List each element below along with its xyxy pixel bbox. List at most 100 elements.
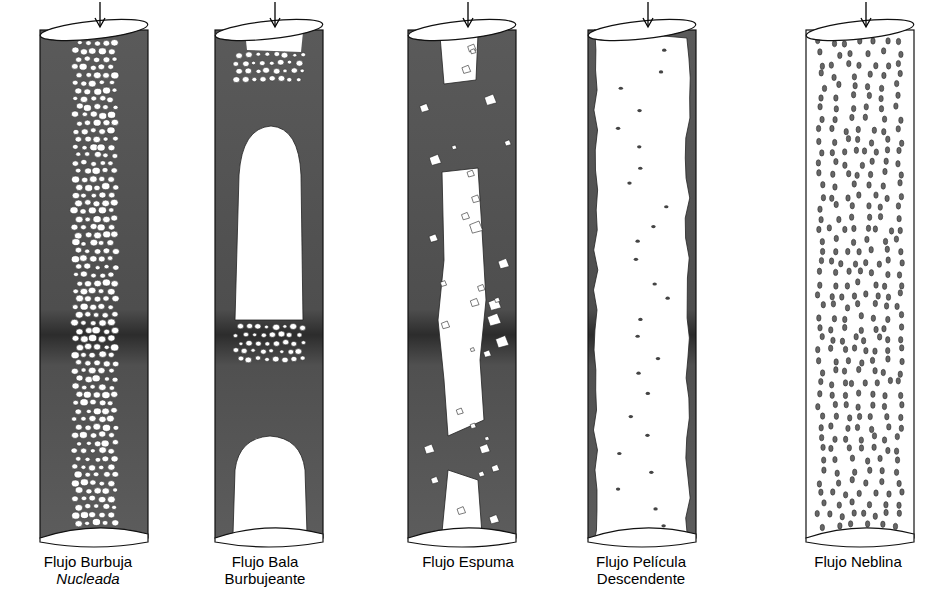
tube-wall [588, 30, 696, 538]
vapor-bubble [76, 184, 83, 190]
tube-bottom-face [588, 528, 696, 547]
liquid-droplet [897, 502, 901, 508]
liquid-droplet [847, 445, 851, 451]
vapor-core [442, 470, 482, 534]
liquid-droplet [843, 346, 847, 352]
liquid-droplet [850, 203, 854, 209]
vapor-bubble [81, 368, 86, 372]
vapor-bubble [80, 303, 88, 310]
liquid-droplet [818, 206, 822, 212]
vapor-bubble [263, 67, 270, 73]
vapor-bubble [264, 325, 268, 328]
vapor-bubble [101, 440, 109, 447]
liquid-droplet [817, 315, 821, 321]
liquid-droplet [879, 95, 883, 101]
vapor-bubble [72, 80, 78, 85]
liquid-droplet [819, 378, 823, 384]
vapor-bubble [71, 480, 79, 487]
liquid-droplet [868, 467, 872, 473]
liquid-droplet [854, 147, 858, 153]
liquid-droplet [830, 294, 834, 300]
vapor-bubble [92, 518, 100, 525]
liquid-droplet [886, 136, 890, 142]
liquid-droplet [843, 149, 847, 155]
vapor-bubble [112, 520, 119, 526]
liquid-droplet [872, 444, 876, 450]
liquid-droplet [844, 401, 848, 407]
vapor-bubble [260, 349, 266, 354]
vapor-bubble [79, 432, 87, 439]
vapor-bubble [97, 224, 105, 231]
vapor-bubble [84, 343, 91, 349]
vapor-bubble [278, 76, 285, 82]
vapor-bubble [72, 464, 78, 469]
vapor-bubble [265, 52, 270, 56]
vapor-bubble [76, 360, 82, 365]
liquid-droplet [895, 303, 899, 309]
liquid-droplet [899, 140, 903, 146]
vapor-bubble [265, 342, 270, 346]
liquid-droplet [865, 458, 869, 464]
liquid-droplet [837, 81, 841, 87]
vapor-bubble [94, 441, 101, 447]
vapor-bubble [89, 512, 96, 518]
liquid-droplet [837, 502, 841, 508]
vapor-blob [440, 281, 446, 287]
vapor-bubble [104, 264, 109, 268]
vapor-bubble [85, 457, 90, 461]
liquid-droplet [861, 338, 865, 344]
vapor-bubble [288, 350, 294, 355]
vapor-bubble [233, 348, 239, 353]
liquid-droplet [820, 150, 824, 156]
vapor-bubble [107, 127, 115, 134]
liquid-droplet [846, 195, 850, 201]
liquid-droplet [842, 41, 846, 47]
vapor-bubble [85, 200, 91, 206]
vapor-bubble [108, 481, 115, 487]
vapor-bubble [245, 357, 252, 363]
vapor-bubble [89, 352, 95, 357]
liquid-droplet [900, 402, 904, 408]
vapor-bubble [90, 128, 96, 133]
vapor-bubble [90, 256, 97, 262]
vapor-bubble [76, 264, 82, 269]
liquid-droplet [834, 283, 838, 289]
liquid-droplet [821, 444, 825, 450]
vapor-bubble [94, 344, 101, 350]
liquid-droplet [855, 136, 859, 142]
vapor-bubble [233, 334, 238, 338]
vapor-blob [478, 284, 485, 291]
vapor-bubble [88, 80, 96, 87]
liquid-droplet [821, 457, 825, 463]
vapor-bubble [86, 72, 92, 77]
vapor-bubble [93, 119, 101, 126]
liquid-droplet [820, 524, 824, 530]
liquid-droplet [851, 239, 855, 245]
liquid-droplet [828, 511, 832, 517]
vapor-bubble [92, 167, 100, 174]
liquid-droplet [868, 171, 872, 177]
vapor-bubble [111, 456, 118, 462]
tube-wall [408, 30, 516, 538]
vapor-bubble [107, 401, 113, 406]
liquid-droplet [840, 514, 844, 520]
vapor-bubble [239, 342, 243, 345]
vapor-bubble [85, 376, 93, 383]
vapor-bubble [89, 495, 96, 501]
liquid-droplet [888, 377, 892, 383]
vapor-bubble [107, 319, 115, 326]
vapor-bubble [95, 266, 100, 270]
vapor-bubble [89, 415, 96, 421]
liquid-droplet [816, 125, 820, 131]
vapor-bubble [76, 345, 83, 351]
liquid-droplet [843, 492, 847, 498]
liquid-droplet [637, 145, 641, 148]
liquid-droplet [817, 226, 821, 232]
liquid-droplet [817, 170, 821, 176]
liquid-droplet [899, 337, 903, 343]
liquid-droplet [867, 214, 871, 220]
liquid-droplet [853, 83, 857, 89]
vapor-bubble [107, 288, 115, 295]
vapor-bubble [88, 367, 96, 374]
vapor-bubble [280, 350, 284, 354]
